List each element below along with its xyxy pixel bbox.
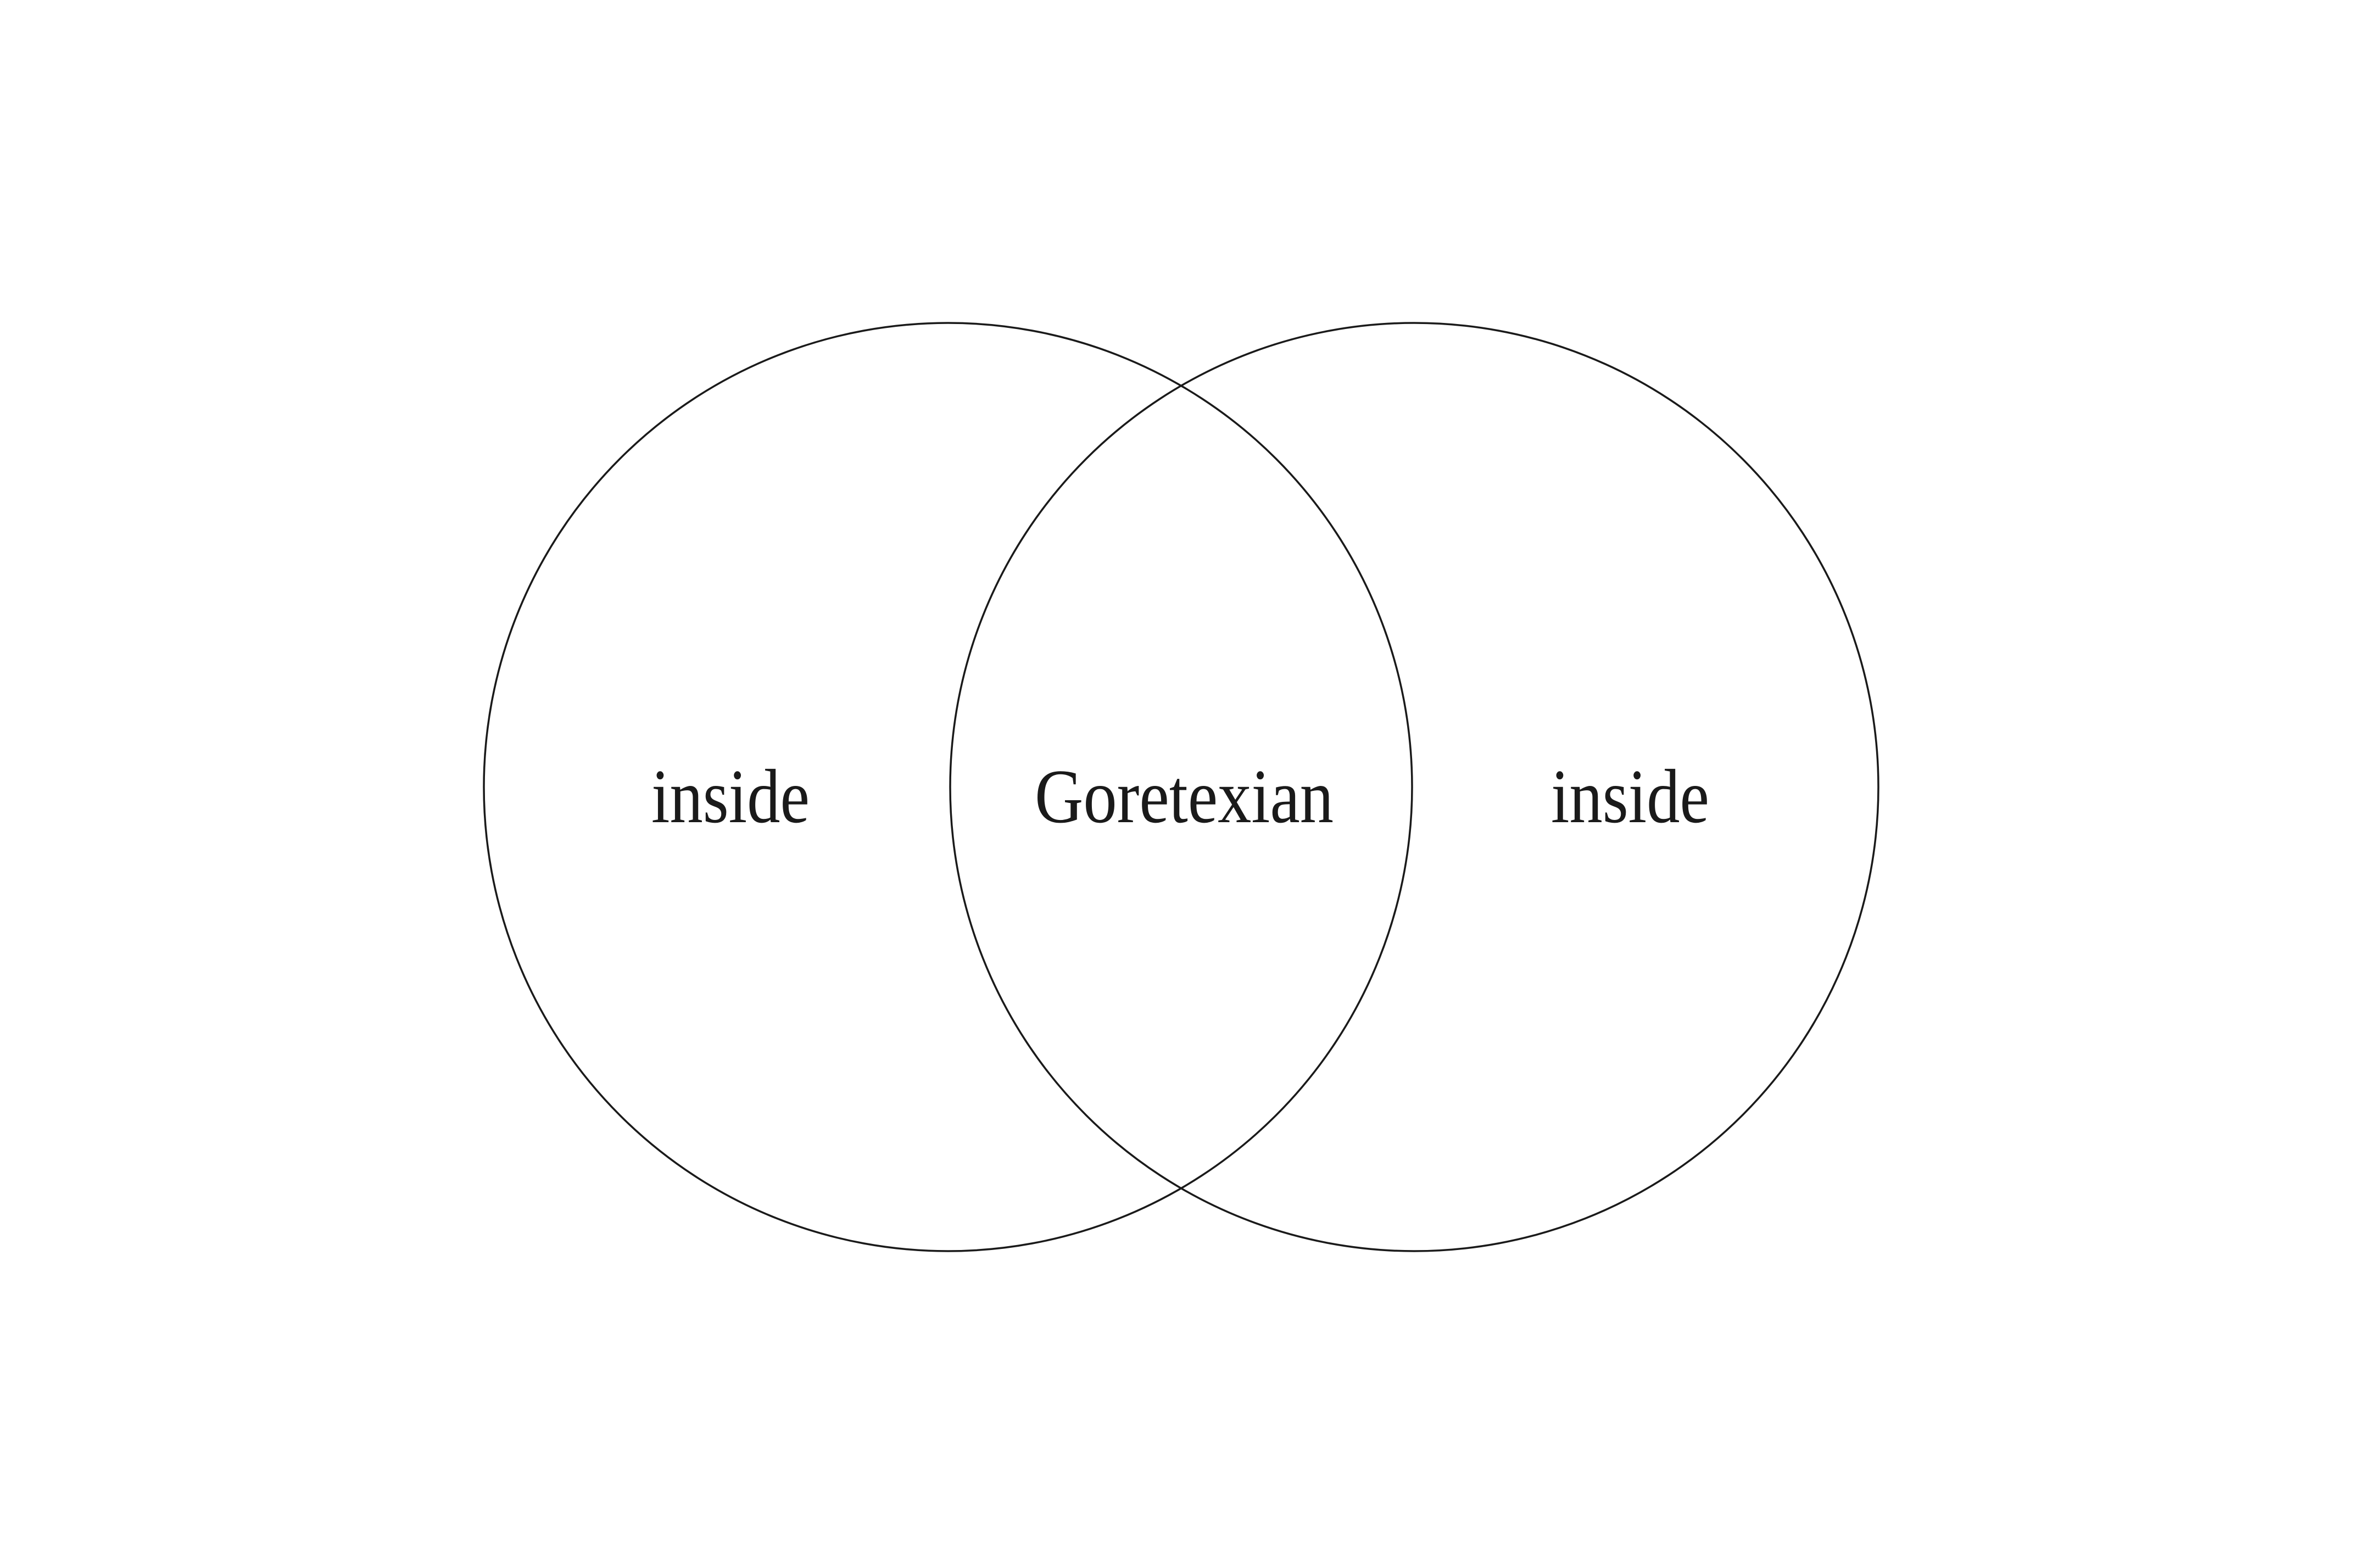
right-circle [949,322,1879,1252]
right-set-label: inside [1551,754,1709,839]
left-set-label: inside [651,754,810,839]
intersection-label: Goretexian [1035,754,1334,839]
left-circle [483,322,1413,1252]
